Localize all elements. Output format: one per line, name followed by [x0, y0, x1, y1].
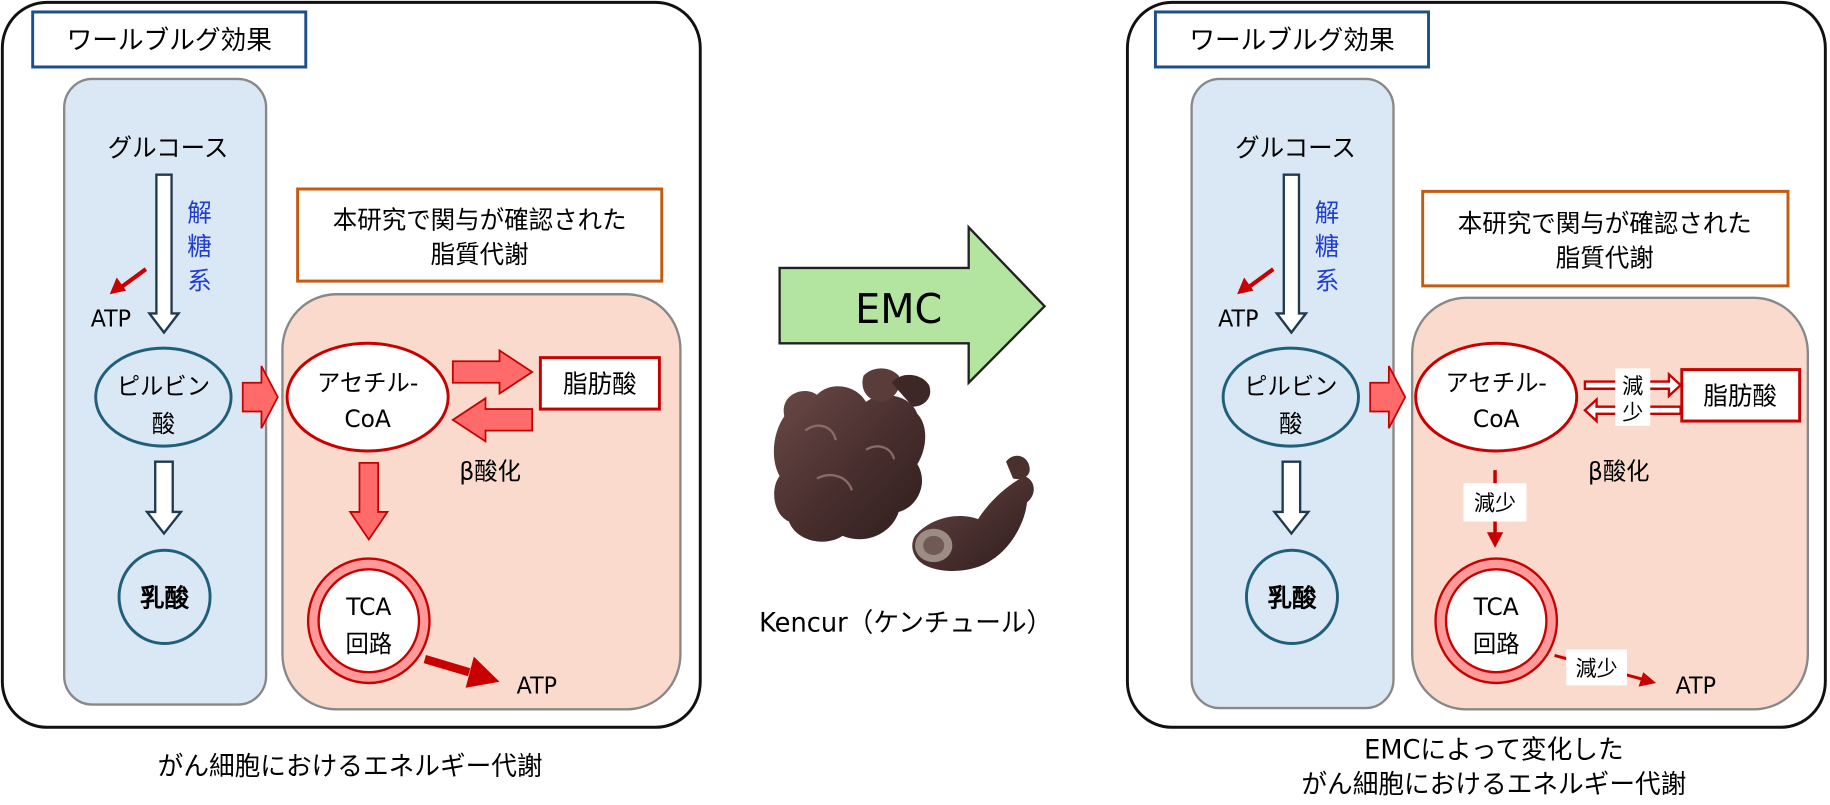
- warburg-title-box: [31, 10, 308, 69]
- atp-tca-label: ATP: [1676, 674, 1716, 700]
- right-caption: EMCによって変化した: [1364, 735, 1624, 765]
- glycolysis-char: 解: [1315, 198, 1340, 227]
- tca-label: 回路: [1473, 630, 1520, 658]
- glucose-label: グルコース: [108, 133, 229, 162]
- pyruvate-to-acetyl-arrow: [1369, 365, 1407, 429]
- pyruvate-label: ピルビン: [1244, 372, 1337, 400]
- glycolysis-char: 解: [187, 198, 212, 227]
- right-panel: ワールブルグ効果 グルコース 解 糖 系 ATP ピルビン 酸 乳酸 本研究で関…: [1125, 0, 1827, 729]
- glycolysis-arrow: [1274, 173, 1309, 335]
- warburg-title-box: [1153, 10, 1430, 69]
- center-section: EMC Kencur（ケンチュール）: [759, 224, 1052, 639]
- decrease-tca-label: 減少: [1474, 492, 1516, 517]
- atp-glycolysis-label: ATP: [1218, 306, 1258, 332]
- emc-arrow: [778, 224, 1047, 386]
- left-panel: ワールブルグ効果 グルコース 解 糖 系 ATP ピルビン 酸 乳酸 本研究で関…: [0, 0, 702, 729]
- glycolysis-char: 系: [187, 266, 212, 295]
- glycolysis-arrow: [146, 173, 181, 335]
- decrease-fa-badge: [1615, 368, 1651, 426]
- atp-small-arrowhead: [109, 277, 127, 295]
- warburg-title: ワールブルグ効果: [67, 26, 272, 56]
- fatty-to-acetyl-arrow: [451, 396, 534, 444]
- pyruvate-label: 酸: [152, 410, 175, 438]
- lactate-label: 乳酸: [1267, 583, 1316, 612]
- tca-atp-arrowhead: [1638, 672, 1657, 687]
- lipid-title: 脂質代謝: [1556, 243, 1654, 272]
- beta-oxidation-label: β酸化: [459, 457, 521, 485]
- acetyl-coa-label: アセチル-: [317, 369, 418, 397]
- decrease-atp-badge: [1566, 649, 1627, 686]
- lactate-node: [1244, 548, 1339, 646]
- lipid-title-box: [1421, 189, 1790, 288]
- left-caption: がん細胞におけるエネルギー代謝: [158, 752, 543, 782]
- acetyl-coa-label: CoA: [344, 405, 391, 433]
- acetyl-coa-node: [1414, 341, 1579, 453]
- pyruvate-node: [94, 346, 233, 448]
- pyruvate-label: ピルビン: [117, 372, 210, 400]
- acetyl-to-tca-arrowhead: [1486, 532, 1504, 548]
- lipid-title-box: [296, 187, 664, 283]
- atp-glycolysis-label: ATP: [91, 306, 131, 332]
- acetyl-to-tca-arrow: [348, 462, 390, 542]
- decrease-fa-label: 減: [1622, 374, 1643, 399]
- tca-atp-arrowhead: [465, 656, 500, 688]
- warburg-title: ワールブルグ効果: [1189, 26, 1394, 56]
- glycolysis-char: 糖: [1315, 231, 1340, 260]
- glucose-label: グルコース: [1235, 133, 1356, 162]
- glycolysis-char: 系: [1315, 266, 1340, 295]
- glycolysis-char: 糖: [187, 231, 212, 260]
- pyruvate-to-acetyl-arrow: [241, 365, 279, 429]
- atp-tca-label: ATP: [517, 674, 557, 700]
- acetyl-coa-node: [285, 341, 450, 453]
- kencur-label: Kencur（ケンチュール）: [759, 608, 1052, 638]
- pyruvate-node: [1221, 346, 1360, 448]
- fatty-acid-label: 脂肪酸: [563, 369, 637, 398]
- fatty-acid-label: 脂肪酸: [1703, 381, 1777, 410]
- tca-label: TCA: [1473, 593, 1519, 621]
- atp-small-arrowhead: [1237, 277, 1254, 295]
- acetyl-coa-label: アセチル-: [1446, 369, 1547, 397]
- decrease-tca-badge: [1463, 483, 1527, 522]
- acetyl-to-fatty-arrow: [451, 348, 534, 396]
- pyruvate-lactate-arrow: [1272, 460, 1311, 536]
- right-caption: がん細胞におけるエネルギー代謝: [1301, 770, 1686, 800]
- fatty-acid-box: [1680, 368, 1802, 423]
- acetyl-coa-label: CoA: [1473, 405, 1520, 433]
- tca-label: 回路: [345, 630, 392, 658]
- emc-arrow-label: EMC: [855, 287, 942, 334]
- beta-oxidation-label: β酸化: [1588, 457, 1650, 485]
- decrease-atp-label: 減少: [1576, 657, 1618, 682]
- lipid-title: 本研究で関与が確認された: [333, 205, 627, 234]
- pyruvate-lactate-arrow: [144, 460, 184, 536]
- kencur-rhizome-image: [773, 368, 1034, 572]
- lactate-label: 乳酸: [140, 583, 189, 612]
- fatty-acid-box: [538, 356, 661, 411]
- decrease-fa-label: 少: [1622, 401, 1643, 426]
- pyruvate-label: 酸: [1279, 410, 1302, 438]
- lactate-node: [117, 548, 212, 646]
- lipid-title: 脂質代謝: [431, 240, 529, 269]
- lipid-title: 本研究で関与が確認された: [1458, 209, 1752, 238]
- tca-label: TCA: [345, 593, 391, 621]
